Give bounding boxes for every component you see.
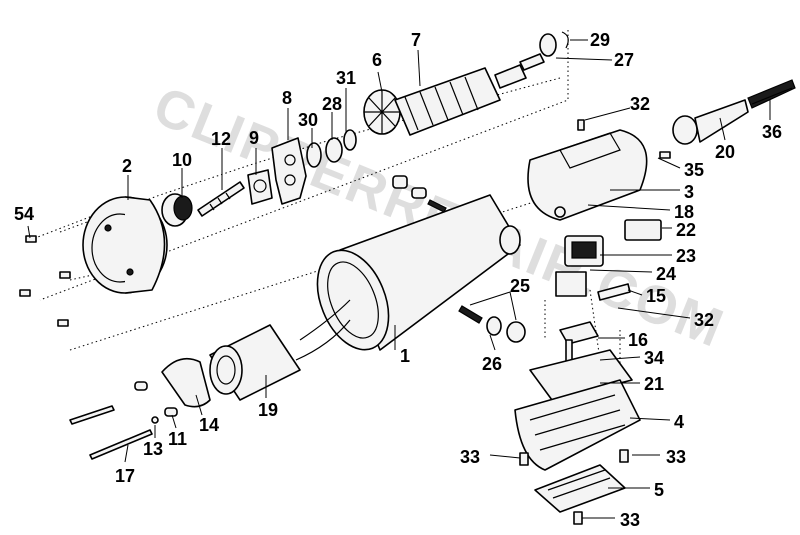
part-bracket-plate: [247, 169, 273, 205]
label-part-20: 20: [715, 142, 735, 162]
part-washers: [306, 129, 357, 168]
label-part-4: 4: [674, 412, 684, 432]
leader-lines: [27, 39, 771, 519]
part-armature: [394, 53, 545, 136]
part-field-coil: [209, 299, 351, 401]
label-part-31: 31: [336, 68, 356, 88]
label-part-7: 7: [411, 30, 421, 50]
label-part-10: 10: [172, 150, 192, 170]
label-part-27: 27: [614, 50, 634, 70]
part-labels: 1 2 3 4 5 6 7 8 9 10 11 12 13 14 15 16 1…: [14, 30, 782, 530]
label-part-33-bottom: 33: [620, 510, 640, 530]
label-part-34: 34: [644, 348, 664, 368]
part-pins: [69, 381, 178, 460]
part-bottom-cover: [514, 379, 641, 471]
part-bottom-screws: [519, 449, 629, 525]
part-rear-housing: [527, 129, 648, 221]
label-part-11: 11: [168, 429, 187, 449]
part-switch-lever: [597, 283, 631, 301]
part-brush-holders: [392, 175, 447, 213]
part-screws: [19, 119, 671, 327]
part-contact-plate: [559, 321, 599, 345]
part-worm-shaft: [197, 181, 245, 217]
label-part-19: 19: [258, 400, 278, 420]
part-power-cord: [747, 79, 796, 109]
part-main-housing: [316, 194, 521, 351]
label-part-16: 16: [628, 330, 648, 350]
part-cooling-fan: [363, 89, 401, 135]
part-coil-cover: [161, 357, 211, 408]
label-part-23: 23: [676, 246, 696, 266]
label-part-33-left: 33: [460, 447, 480, 467]
label-part-36: 36: [762, 122, 782, 142]
label-part-1: 1: [400, 346, 410, 366]
label-part-14: 14: [199, 415, 219, 435]
part-capacitor: [624, 219, 662, 241]
label-part-22: 22: [676, 220, 696, 240]
label-part-32-bottom: 32: [694, 310, 714, 330]
label-part-35: 35: [684, 160, 704, 180]
part-gasket: [529, 349, 633, 401]
label-part-12: 12: [211, 129, 231, 149]
label-part-17: 17: [115, 466, 135, 486]
label-part-26: 26: [482, 354, 502, 374]
part-bearing-plate: [271, 137, 307, 205]
part-switch: [555, 235, 604, 297]
label-part-2: 2: [122, 156, 132, 176]
part-cord-protector: [672, 99, 749, 145]
part-armature-bearing: [539, 31, 569, 57]
part-front-cap: [82, 196, 168, 294]
part-drive-gear: [161, 193, 193, 227]
label-part-29: 29: [590, 30, 610, 50]
label-part-13: 13: [143, 439, 163, 459]
label-part-9: 9: [249, 128, 259, 148]
label-part-24: 24: [656, 264, 676, 284]
label-part-32-top: 32: [630, 94, 650, 114]
label-part-28: 28: [322, 94, 342, 114]
label-part-3: 3: [684, 182, 694, 202]
label-part-25: 25: [510, 276, 530, 296]
label-part-8: 8: [282, 88, 292, 108]
label-part-15: 15: [646, 286, 666, 306]
part-carbon-brush: [458, 305, 526, 343]
label-part-21: 21: [644, 374, 664, 394]
label-part-18: 18: [674, 202, 694, 222]
label-part-54: 54: [14, 204, 34, 224]
label-part-30: 30: [298, 110, 318, 130]
label-part-5: 5: [654, 480, 664, 500]
label-part-6: 6: [372, 50, 382, 70]
label-part-33-right: 33: [666, 447, 686, 467]
